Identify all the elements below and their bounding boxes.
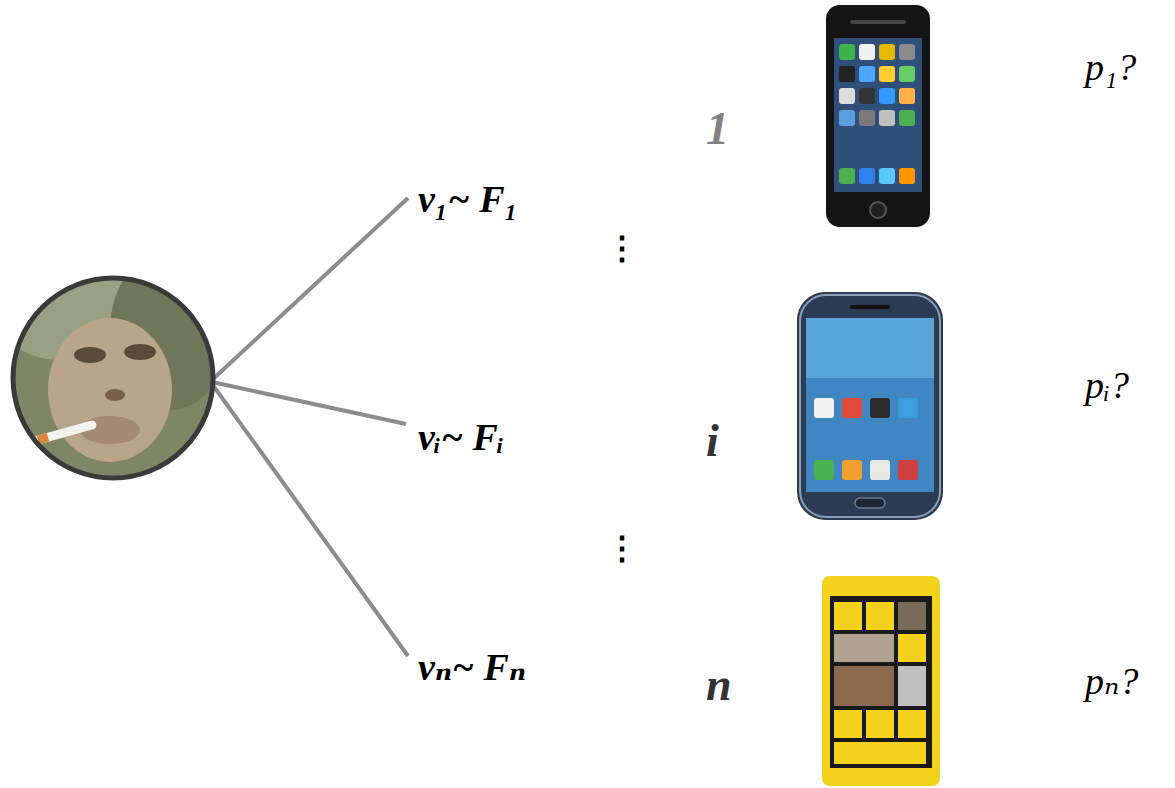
item-index: n: [706, 662, 732, 708]
phone-samsung: [797, 292, 943, 520]
price-label: p₁?: [1085, 48, 1136, 86]
item-index: 1: [706, 106, 729, 152]
value-distribution: v₁~ F₁: [418, 180, 518, 218]
price-label: pᵢ?: [1085, 366, 1129, 404]
phone-iphone: [826, 5, 930, 227]
value-distribution: vₙ~ Fₙ: [418, 648, 526, 686]
monkey-portrait: [0, 240, 230, 485]
price-label: pₙ?: [1085, 662, 1138, 700]
ellipsis-dots: ⋮: [606, 532, 638, 564]
item-index: i: [706, 418, 719, 464]
ellipsis-dots: ⋮: [606, 232, 638, 264]
value-distribution: vᵢ~ Fᵢ: [418, 418, 504, 456]
phone-nokia: [822, 576, 940, 786]
branch-lines: [212, 198, 408, 656]
